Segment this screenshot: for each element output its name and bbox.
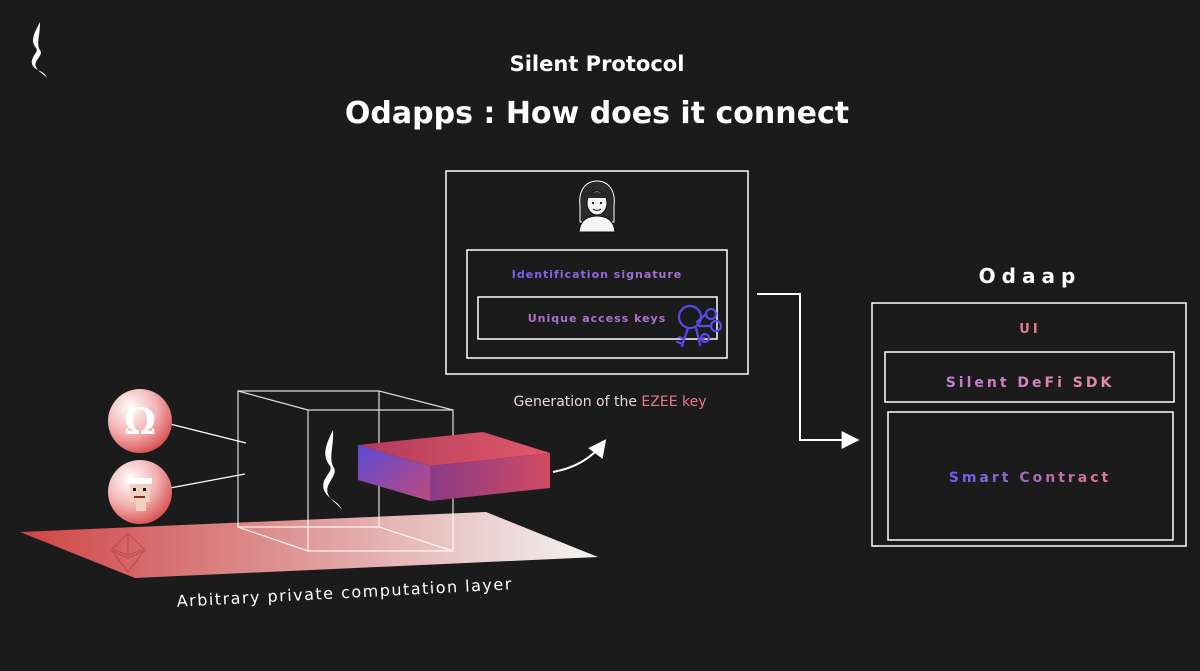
- keys-icon: [675, 304, 723, 348]
- identification-signature-label: Identification signature: [512, 268, 682, 281]
- computation-cube: [237, 390, 454, 552]
- computation-layer-label: Arbitrary private computation layer: [176, 574, 513, 611]
- omega-token-icon[interactable]: Ω: [108, 389, 172, 453]
- user-avatar-icon: [578, 180, 616, 233]
- ezee-caption: Generation of the EZEE key: [513, 394, 706, 410]
- sdk-box: [884, 351, 1175, 403]
- smart-contract-label: Smart Contract: [949, 470, 1111, 486]
- cube-logo-icon: [323, 430, 342, 510]
- signature-box: [466, 249, 728, 359]
- punk-token-icon[interactable]: [108, 460, 172, 524]
- brand-title: Silent Protocol: [510, 52, 685, 76]
- ethereum-icon: [110, 532, 146, 573]
- page-title: Odapps : How does it connect: [345, 96, 849, 131]
- sdk-label: Silent DeFi SDK: [946, 375, 1115, 391]
- odaap-ui-label: UI: [1019, 322, 1040, 337]
- ezee-caption-highlight: EZEE key: [641, 394, 706, 410]
- computation-layer-floor: [20, 512, 598, 578]
- slab-output-arrow: [552, 439, 607, 473]
- access-keys-label: Unique access keys: [528, 312, 667, 325]
- omega-connector: [169, 423, 247, 444]
- connection-arrow: [757, 293, 860, 449]
- encrypted-slab: [358, 432, 550, 501]
- odaap-title: Odaap: [979, 264, 1082, 288]
- silent-logo-icon[interactable]: [31, 22, 47, 78]
- odaap-panel: [871, 302, 1187, 547]
- key-generation-panel: [445, 170, 749, 375]
- smart-contract-box: [887, 411, 1174, 541]
- ezee-caption-prefix: Generation of the: [513, 394, 641, 410]
- omega-token-symbol: Ω: [124, 401, 156, 443]
- punk-connector: [169, 473, 246, 489]
- access-keys-box: [477, 296, 718, 340]
